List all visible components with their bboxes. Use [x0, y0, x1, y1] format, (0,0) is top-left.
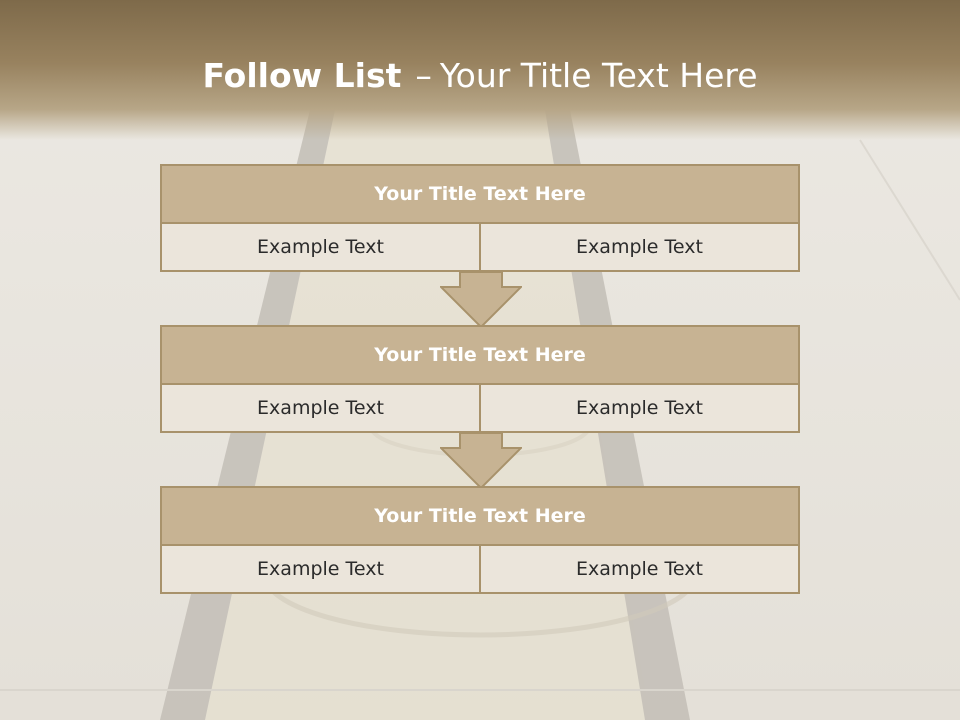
- title-band: [0, 0, 960, 140]
- block-cell-left: Example Text: [257, 558, 384, 580]
- slide-title-bold: Follow List: [202, 56, 402, 95]
- block-cell-right: Example Text: [479, 224, 798, 270]
- block-cell-right: Example Text: [479, 385, 798, 431]
- down-arrow-icon: [440, 271, 522, 329]
- list-block-1: Your Title Text Here Example Text Exampl…: [160, 164, 800, 272]
- down-arrow-icon: [440, 432, 522, 490]
- block-cell-left: Example Text: [257, 236, 384, 258]
- list-block-2: Your Title Text Here Example Text Exampl…: [160, 325, 800, 433]
- block-title: Your Title Text Here: [162, 327, 798, 385]
- block-title: Your Title Text Here: [162, 166, 798, 224]
- list-block-3: Your Title Text Here Example Text Exampl…: [160, 486, 800, 594]
- slide-title: Follow List–Your Title Text Here: [0, 54, 960, 98]
- block-row: Example Text Example Text: [162, 224, 798, 270]
- block-title: Your Title Text Here: [162, 488, 798, 546]
- block-cell-right: Example Text: [479, 546, 798, 592]
- block-row: Example Text Example Text: [162, 385, 798, 431]
- slide-title-rest: Your Title Text Here: [439, 56, 758, 95]
- slide-title-dash: –: [415, 56, 432, 95]
- block-cell-left: Example Text: [257, 397, 384, 419]
- block-row: Example Text Example Text: [162, 546, 798, 592]
